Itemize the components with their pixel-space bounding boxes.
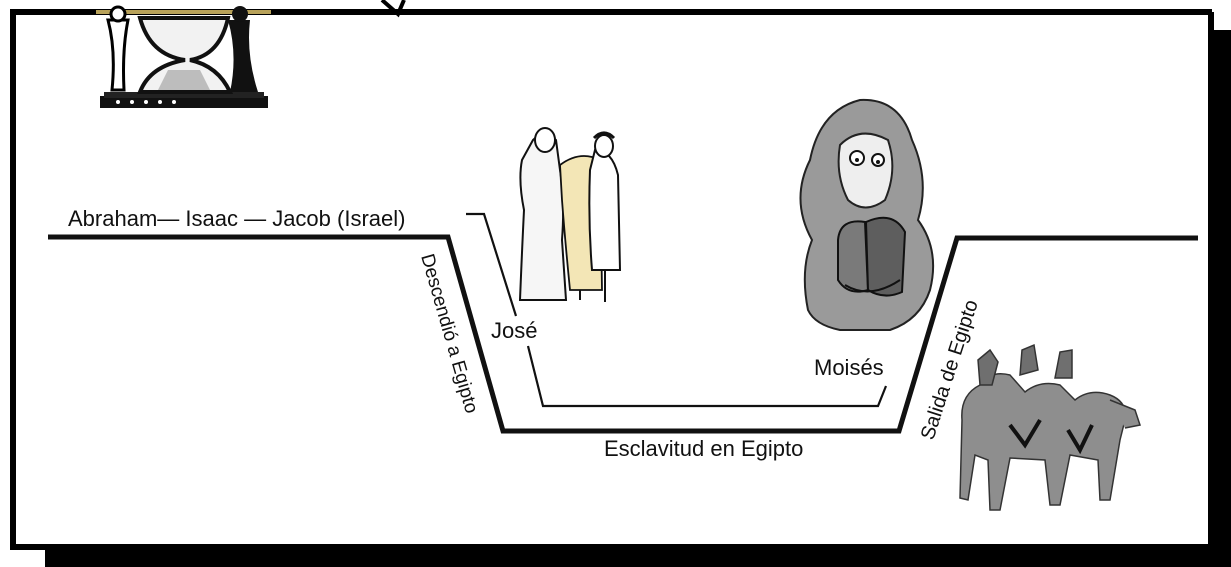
moses-tablets-illustration <box>799 98 935 331</box>
arrow-tip-icon <box>380 0 406 18</box>
timeline-main-line <box>48 234 1198 434</box>
top-right-notch <box>1212 0 1231 12</box>
camel-caravan-illustration <box>959 343 1141 511</box>
moises-label: Moisés <box>814 355 884 380</box>
slavery-label: Esclavitud en Egipto <box>604 436 803 461</box>
patriarchs-label: Abraham— Isaac — Jacob (Israel) <box>68 206 405 231</box>
hourglass-icon <box>96 5 271 108</box>
timeline-inner-line <box>526 345 888 408</box>
timeline-joseph-moses-line <box>466 212 518 317</box>
joseph-coat-illustration <box>518 127 622 302</box>
jose-label: José <box>491 318 537 343</box>
